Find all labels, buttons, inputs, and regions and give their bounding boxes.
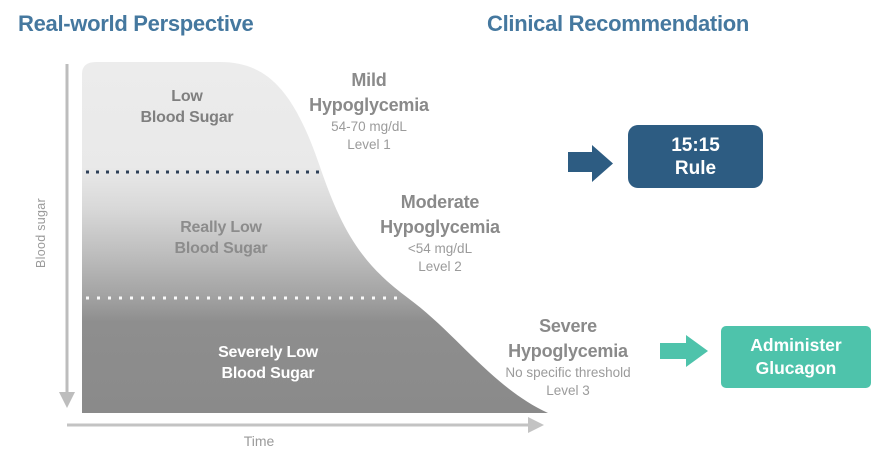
right-section-title: Clinical Recommendation [487,11,750,36]
y-axis-arrowhead-icon [59,392,75,408]
zone-label-severely-low: Severely Low Blood Sugar [218,342,318,384]
administer-glucagon-badge: Administer Glucagon [721,326,871,388]
arrow-to-1515-rule-icon [568,145,613,182]
zone-label-low-line1: Low [171,88,203,105]
zone-label-severely-low-line1: Severely Low [218,344,318,361]
classification-mild-level: Level 1 [347,136,391,152]
zone-label-really-low-line1: Really Low [180,219,262,236]
classification-severe-name-line1: Severe [539,316,597,336]
classification-moderate: Moderate Hypoglycemia <54 mg/dL Level 2 [380,190,500,275]
x-axis-label: Time [243,433,275,449]
classification-severe-name-line2: Hypoglycemia [508,341,628,361]
zone-label-low-line2: Blood Sugar [140,109,234,126]
classification-mild-range: 54-70 mg/dL [331,119,407,134]
left-section-title: Real-world Perspective [18,11,254,36]
classification-mild-name-line2: Hypoglycemia [309,95,429,115]
classification-moderate-name-line1: Moderate [400,192,480,212]
blood-sugar-curve [82,62,548,413]
x-axis-arrowhead-icon [528,417,544,433]
classification-moderate-level: Level 2 [418,258,462,274]
administer-glucagon-badge-line1: Administer [750,335,842,355]
classification-severe: Severe Hypoglycemia No specific threshol… [505,314,630,399]
rule-15-15-badge-line1: 15:15 [671,134,720,156]
zone-label-really-low: Really Low Blood Sugar [175,217,268,259]
zone-label-low: Low Blood Sugar [141,86,234,128]
zone-label-severely-low-line2: Blood Sugar [221,365,315,382]
classification-moderate-range: <54 mg/dL [407,241,473,256]
classification-severe-level: Level 3 [546,382,590,398]
arrow-to-glucagon-icon [660,335,708,367]
classification-mild: Mild Hypoglycemia 54-70 mg/dL Level 1 [309,68,429,153]
rule-15-15-badge: 15:15 Rule [628,125,763,188]
classification-moderate-name-line2: Hypoglycemia [380,217,500,237]
zone-label-really-low-line2: Blood Sugar [174,240,268,257]
rule-15-15-badge-line2: Rule [674,157,717,179]
administer-glucagon-badge-line2: Glucagon [755,358,837,378]
y-axis-label: Blood sugar [34,197,48,269]
classification-mild-name-line1: Mild [351,70,387,90]
classification-severe-range: No specific threshold [505,365,631,380]
